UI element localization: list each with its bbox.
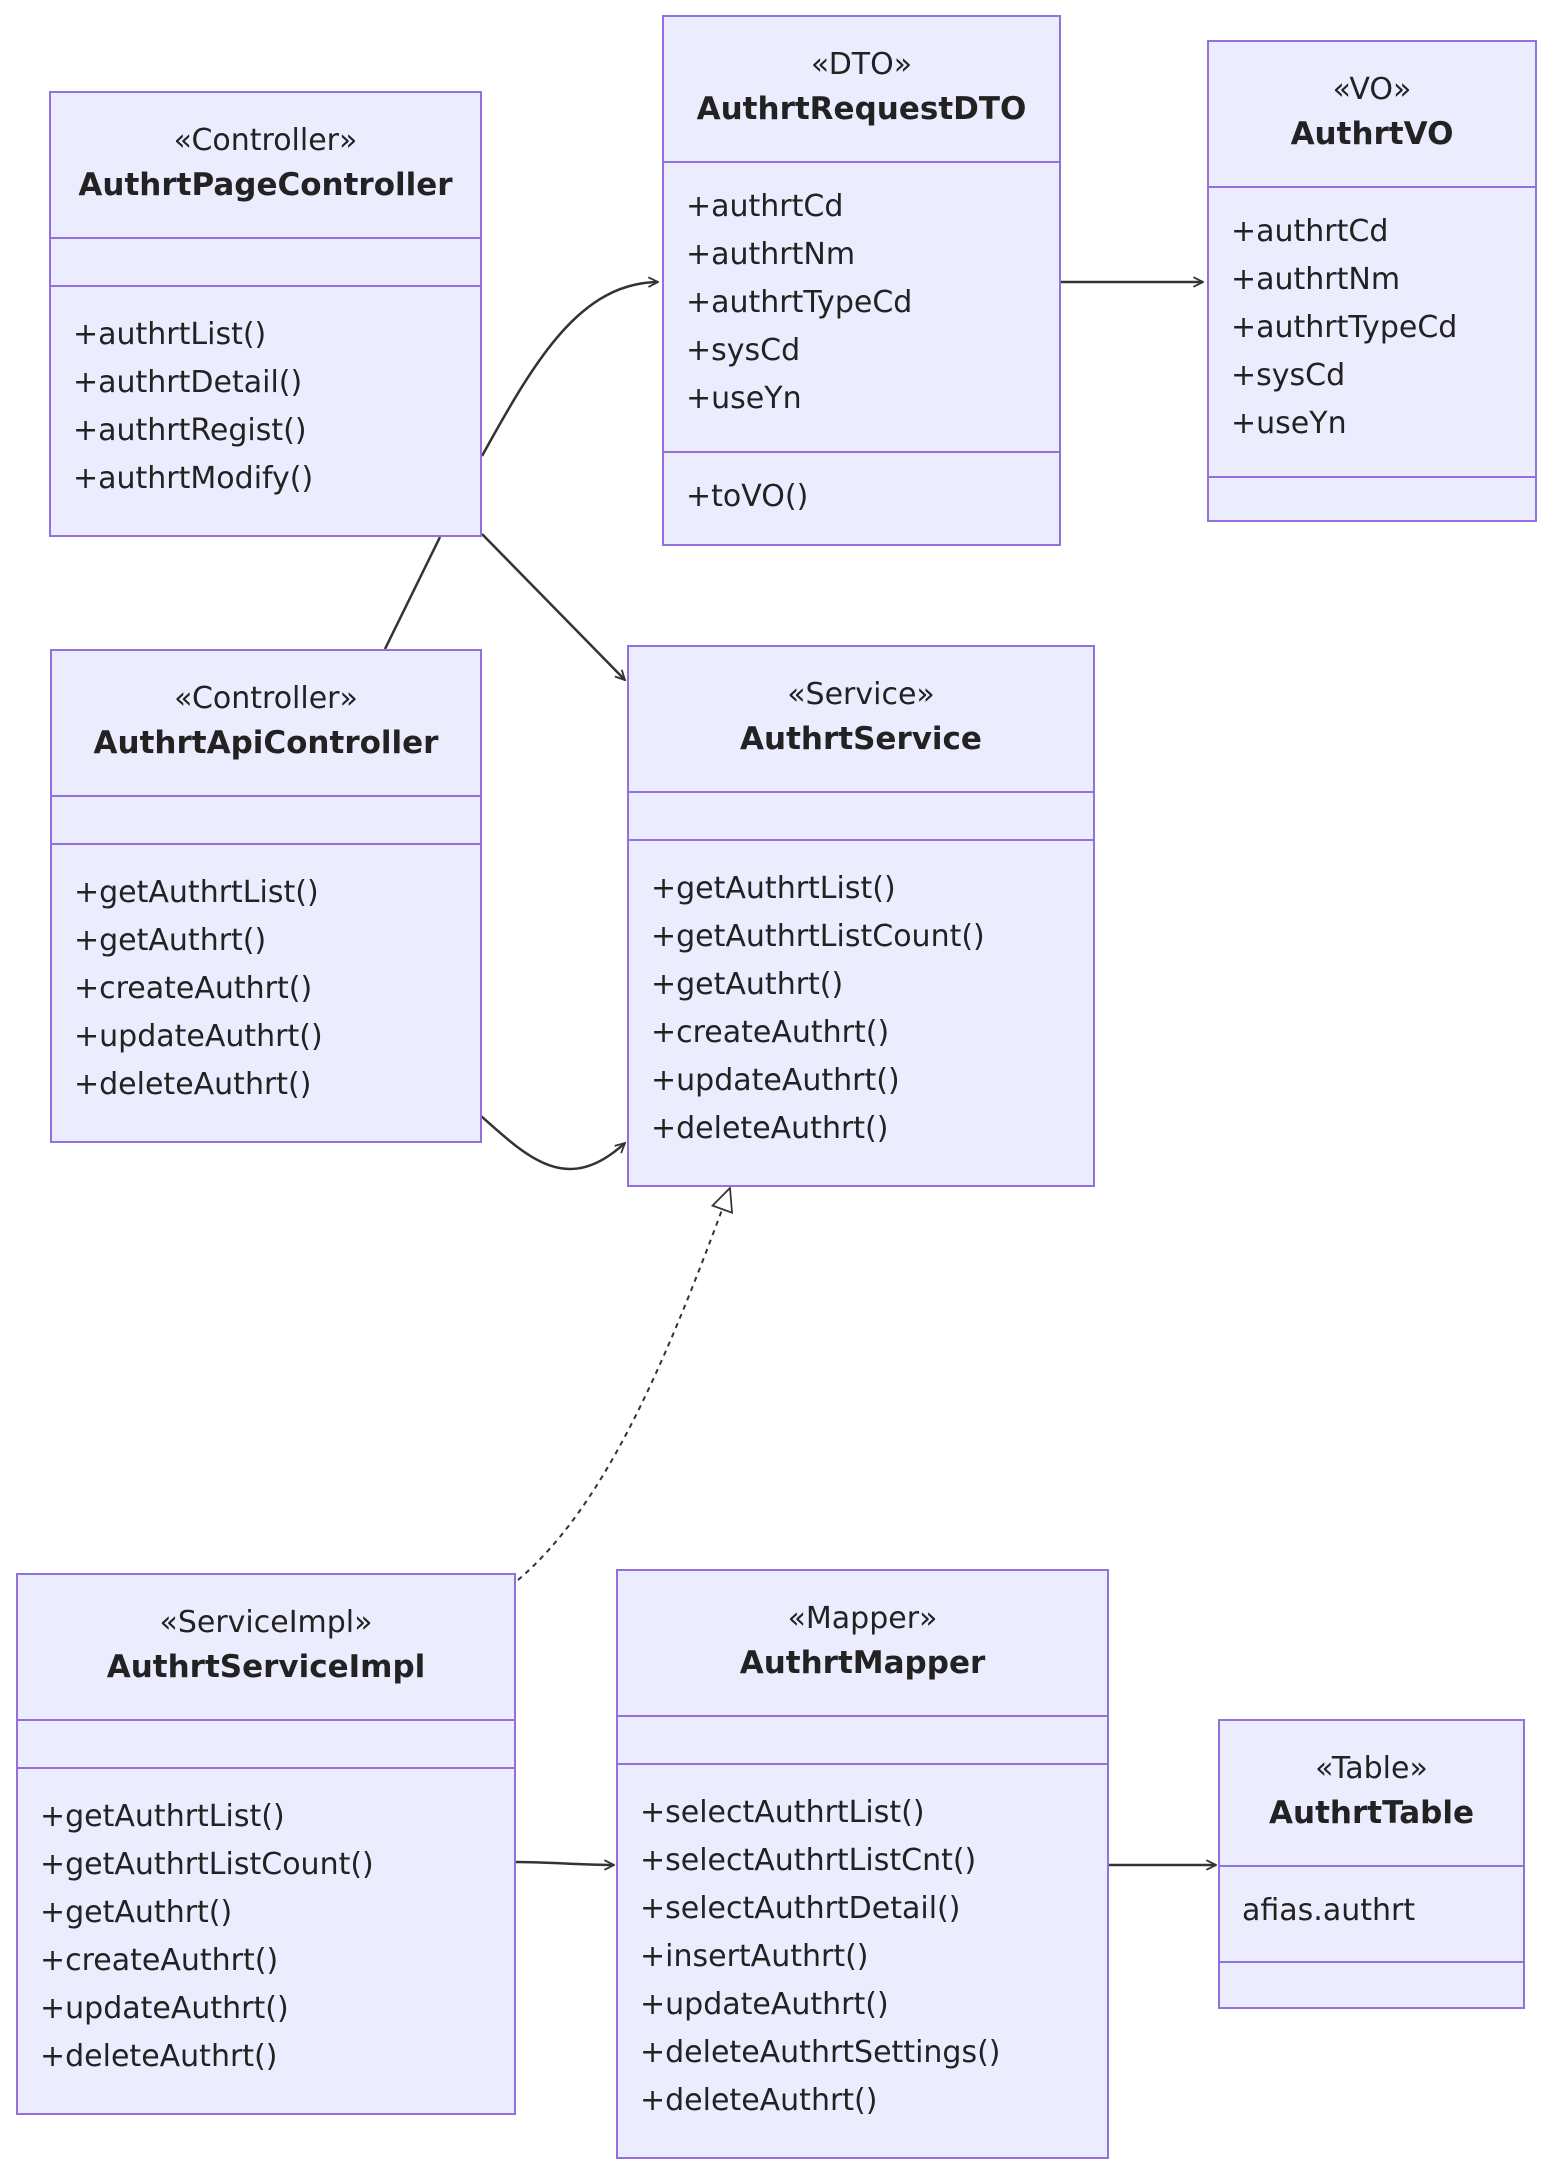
method-deleteauthrt: +deleteAuthrt() <box>651 1111 889 1146</box>
method-updateauthrt: +updateAuthrt() <box>651 1063 900 1098</box>
edge-apicontroller-to-service <box>480 1115 625 1171</box>
class-name: AuthrtApiController <box>93 725 439 761</box>
method-compartment: +authrtList() +authrtDetail() +authrtReg… <box>51 287 480 535</box>
method-getauthrtlistcount: +getAuthrtListCount() <box>651 919 985 954</box>
attribute-compartment <box>51 239 480 287</box>
method-authrtlist: +authrtList() <box>73 317 267 352</box>
stereotype-label: «Mapper» <box>787 1601 938 1636</box>
attribute-compartment <box>18 1721 514 1769</box>
method-compartment: +selectAuthrtList() +selectAuthrtListCnt… <box>618 1765 1107 2157</box>
method-updateauthrt: +updateAuthrt() <box>40 1991 289 2026</box>
class-name: AuthrtMapper <box>739 1645 986 1681</box>
method-compartment: +getAuthrtList() +getAuthrt() +createAut… <box>52 845 480 1141</box>
method-selectauthrtlist: +selectAuthrtList() <box>640 1795 925 1830</box>
stereotype-label: «Controller» <box>174 681 358 716</box>
edge-pagecontroller-to-requestdto <box>480 282 658 457</box>
edge-pagecontroller-to-service <box>481 533 625 680</box>
stereotype-label: «DTO» <box>810 47 913 82</box>
method-compartment <box>1220 1963 1523 2007</box>
method-getauthrtlist: +getAuthrtList() <box>74 875 319 910</box>
attribute-authrttypecd: +authrtTypeCd <box>686 285 913 320</box>
method-deleteauthrt: +deleteAuthrt() <box>640 2083 878 2118</box>
class-authrt-vo[interactable]: «VO» AuthrtVO +authrtCd +authrtNm +authr… <box>1207 40 1537 522</box>
attribute-compartment: afias.authrt <box>1220 1867 1523 1963</box>
method-updateauthrt: +updateAuthrt() <box>74 1019 323 1054</box>
method-compartment: +toVO() <box>664 453 1059 544</box>
attribute-authrtnm: +authrtNm <box>1231 262 1401 297</box>
edge-serviceimpl-realizes-service <box>517 1188 730 1581</box>
edge-serviceimpl-to-mapper <box>515 1862 614 1865</box>
stereotype-label: «Table» <box>1315 1751 1428 1786</box>
method-getauthrt: +getAuthrt() <box>74 923 267 958</box>
attribute-compartment <box>629 793 1093 841</box>
stereotype-label: «Service» <box>787 677 935 712</box>
method-compartment <box>1209 478 1535 520</box>
class-header: «DTO» AuthrtRequestDTO <box>664 17 1059 163</box>
method-deleteauthrt: +deleteAuthrt() <box>74 1067 312 1102</box>
class-authrt-api-controller[interactable]: «Controller» AuthrtApiController +getAut… <box>50 649 482 1143</box>
attribute-compartment <box>618 1717 1107 1765</box>
method-selectauthrtlistcnt: +selectAuthrtListCnt() <box>640 1843 977 1878</box>
class-authrt-table[interactable]: «Table» AuthrtTable afias.authrt <box>1218 1719 1525 2009</box>
stereotype-label: «VO» <box>1332 72 1412 107</box>
class-authrt-request-dto[interactable]: «DTO» AuthrtRequestDTO +authrtCd +authrt… <box>662 15 1061 546</box>
method-deleteauthrt: +deleteAuthrt() <box>40 2039 278 2074</box>
attribute-syscd: +sysCd <box>1231 358 1346 393</box>
method-getauthrtlistcount: +getAuthrtListCount() <box>40 1847 374 1882</box>
class-header: «Table» AuthrtTable <box>1220 1721 1523 1867</box>
class-header: «Service» AuthrtService <box>629 647 1093 793</box>
class-name: AuthrtService <box>740 721 982 757</box>
attribute-afias-authrt: afias.authrt <box>1242 1893 1416 1928</box>
class-header: «Controller» AuthrtPageController <box>51 93 480 239</box>
class-authrt-mapper[interactable]: «Mapper» AuthrtMapper +selectAuthrtList(… <box>616 1569 1109 2159</box>
attribute-useyn: +useYn <box>1231 406 1347 441</box>
attribute-syscd: +sysCd <box>686 333 801 368</box>
class-name: AuthrtServiceImpl <box>106 1649 426 1685</box>
method-authrtregist: +authrtRegist() <box>73 413 307 448</box>
method-getauthrtlist: +getAuthrtList() <box>651 871 896 906</box>
class-authrt-service-impl[interactable]: «ServiceImpl» AuthrtServiceImpl +getAuth… <box>16 1573 516 2115</box>
class-header: «VO» AuthrtVO <box>1209 42 1535 188</box>
method-tovo: +toVO() <box>686 479 809 514</box>
method-getauthrt: +getAuthrt() <box>651 967 844 1002</box>
class-name: AuthrtTable <box>1269 1795 1474 1831</box>
class-name: AuthrtVO <box>1290 116 1454 152</box>
class-name: AuthrtRequestDTO <box>696 91 1027 127</box>
attribute-authrttypecd: +authrtTypeCd <box>1231 310 1458 345</box>
attribute-authrtcd: +authrtCd <box>1231 214 1389 249</box>
method-getauthrt: +getAuthrt() <box>40 1895 233 1930</box>
stereotype-label: «Controller» <box>173 123 358 158</box>
class-name: AuthrtPageController <box>78 167 453 203</box>
method-selectauthrtdetail: +selectAuthrtDetail() <box>640 1891 961 1926</box>
method-deleteauthrtsettings: +deleteAuthrtSettings() <box>640 2035 1001 2070</box>
method-compartment: +getAuthrtList() +getAuthrtListCount() +… <box>629 841 1093 1185</box>
method-getauthrtlist: +getAuthrtList() <box>40 1799 285 1834</box>
method-createauthrt: +createAuthrt() <box>74 971 313 1006</box>
method-createauthrt: +createAuthrt() <box>40 1943 279 1978</box>
attribute-compartment: +authrtCd +authrtNm +authrtTypeCd +sysCd… <box>1209 188 1535 478</box>
method-insertauthrt: +insertAuthrt() <box>640 1939 869 1974</box>
class-header: «Mapper» AuthrtMapper <box>618 1571 1107 1717</box>
method-authrtmodify: +authrtModify() <box>73 461 314 496</box>
class-header: «Controller» AuthrtApiController <box>52 651 480 797</box>
attribute-compartment: +authrtCd +authrtNm +authrtTypeCd +sysCd… <box>664 163 1059 453</box>
class-header: «ServiceImpl» AuthrtServiceImpl <box>18 1575 514 1721</box>
attribute-authrtnm: +authrtNm <box>686 237 856 272</box>
class-authrt-service[interactable]: «Service» AuthrtService +getAuthrtList()… <box>627 645 1095 1187</box>
stereotype-label: «ServiceImpl» <box>159 1605 373 1640</box>
method-createauthrt: +createAuthrt() <box>651 1015 890 1050</box>
method-authrtdetail: +authrtDetail() <box>73 365 303 400</box>
attribute-authrtcd: +authrtCd <box>686 189 844 224</box>
method-compartment: +getAuthrtList() +getAuthrtListCount() +… <box>18 1769 514 2113</box>
class-authrt-page-controller[interactable]: «Controller» AuthrtPageController +authr… <box>49 91 482 537</box>
attribute-useyn: +useYn <box>686 381 802 416</box>
edge-pagecontroller-to-apicontroller <box>383 536 442 650</box>
attribute-compartment <box>52 797 480 845</box>
method-updateauthrt: +updateAuthrt() <box>640 1987 889 2022</box>
